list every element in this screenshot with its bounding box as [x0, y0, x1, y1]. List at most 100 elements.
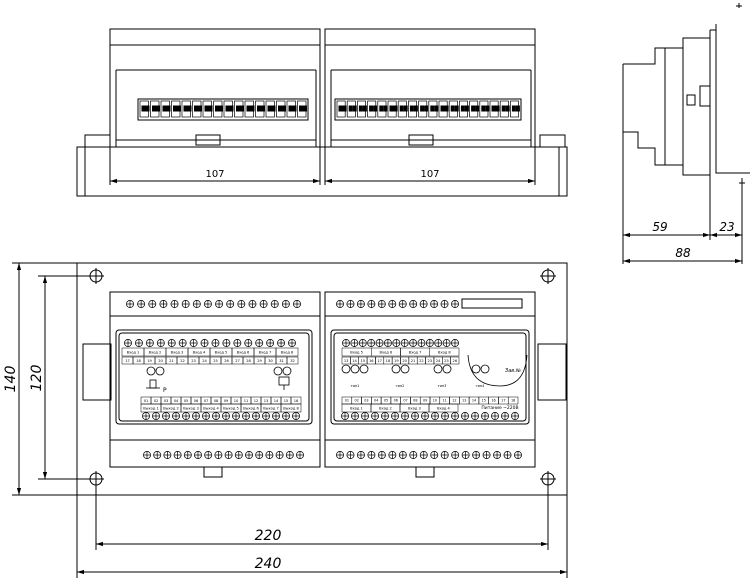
- terminal-screw-icon: [425, 339, 434, 347]
- right-top-number-label: 23: [427, 359, 432, 363]
- terminal-screw-icon: [511, 412, 519, 420]
- terminal-slot: [389, 105, 394, 112]
- terminal-slot: [434, 105, 439, 112]
- right-input-cell: [429, 347, 460, 357]
- terminal-screw-icon: [440, 300, 449, 308]
- terminal-screw-icon: [361, 412, 369, 420]
- right-output-label: Вход 4: [437, 406, 450, 410]
- terminal-slot: [166, 105, 171, 112]
- right-bottom-number-label: 06: [394, 399, 398, 403]
- right-top-number-cell: [450, 356, 460, 365]
- terminal-screw-icon: [152, 412, 160, 420]
- terminal-screw-icon: [194, 451, 202, 459]
- left-input-label: Вход 4: [193, 350, 206, 354]
- terminal-slot: [187, 105, 192, 112]
- terminal-screw-icon: [293, 300, 301, 308]
- terminal-screw-icon: [288, 339, 296, 347]
- top-view: [76, 28, 568, 197]
- left-input-label: Вход 8: [281, 350, 294, 354]
- dim-module-right: 107: [420, 169, 439, 180]
- terminal-screw-icon: [266, 339, 275, 347]
- terminal-screw-icon: [375, 339, 384, 347]
- terminal-slot: [403, 105, 408, 112]
- terminal-screw-icon: [493, 451, 502, 459]
- dim-width-holes: 220: [255, 528, 282, 544]
- terminal-screw-icon: [226, 300, 235, 308]
- terminal-slot: [236, 105, 240, 112]
- left-input-cell: [275, 347, 299, 357]
- terminal-screw-icon: [514, 451, 522, 459]
- terminal-screw-icon: [482, 451, 491, 459]
- right-top-number-label: 25: [444, 359, 449, 363]
- terminal-screw-icon: [178, 339, 187, 347]
- terminal-screw-icon: [346, 300, 355, 308]
- valve-icon: [273, 366, 292, 390]
- right-top-number-label: 21: [411, 359, 416, 363]
- dim-depth-main: 59: [652, 220, 667, 234]
- terminal-screw-icon: [391, 412, 399, 420]
- right-output-cell: [428, 403, 459, 413]
- terminal-screw-icon: [388, 451, 397, 459]
- terminal-slot: [250, 105, 255, 112]
- top-view-module-left: [109, 28, 321, 148]
- left-bottom-number-label: 10: [234, 399, 239, 403]
- terminal-screw-icon: [242, 412, 250, 420]
- right-bottom-number-label: 02: [355, 399, 359, 403]
- terminal-screw-icon: [189, 339, 198, 347]
- left-output-label: Выход 7: [263, 406, 279, 410]
- terminal-screw-icon: [388, 300, 397, 308]
- left-top-number-label: 18: [136, 359, 141, 363]
- right-top-number-label: 20: [402, 359, 407, 363]
- terminal-slot: [292, 105, 297, 112]
- terminal-screw-icon: [430, 300, 439, 308]
- sensor-caption-2: тип2: [396, 384, 405, 388]
- terminal-slot: [440, 105, 445, 112]
- left-output-label: Выход 2: [163, 406, 179, 410]
- terminal-screw-icon: [270, 300, 279, 308]
- terminal-screw-icon: [248, 300, 257, 308]
- left-top-number-label: 28: [246, 359, 251, 363]
- left-top-number-label: 27: [235, 359, 240, 363]
- top-view-base: [76, 146, 568, 197]
- power-label: Питание ~220В: [481, 405, 518, 411]
- right-top-number-label: 15: [361, 359, 366, 363]
- terminal-screw-icon: [431, 412, 439, 420]
- terminal-slot: [495, 105, 500, 112]
- left-output-label: Выход 6: [243, 406, 259, 410]
- terminal-slot: [177, 105, 181, 112]
- left-top-number-label: 31: [279, 359, 284, 363]
- terminal-slot: [393, 105, 398, 112]
- left-input-label: Вход 2: [149, 350, 162, 354]
- terminal-slot: [204, 105, 209, 112]
- terminal-screw-icon: [212, 412, 220, 420]
- terminal-screw-icon: [224, 451, 233, 459]
- left-input-label: Вход 1: [127, 350, 140, 354]
- left-output-label: Выход 8: [283, 406, 299, 410]
- right-output-label: Вход 3: [408, 406, 421, 410]
- terminal-slot: [215, 105, 219, 112]
- right-bottom-number-label: 16: [491, 399, 495, 403]
- right-bottom-number-label: 18: [511, 399, 515, 403]
- terminal-slot: [471, 105, 476, 112]
- left-output-label: Выход 5: [223, 406, 239, 410]
- terminal-screw-icon: [501, 412, 509, 420]
- right-top-number-label: 17: [377, 359, 382, 363]
- terminal-screw-icon: [222, 339, 231, 347]
- terminal-screw-icon: [234, 451, 243, 459]
- dim-width-outer: 240: [255, 556, 282, 572]
- left-bottom-number-label: 15: [284, 399, 289, 403]
- terminal-slot: [358, 105, 363, 112]
- terminal-screw-icon: [398, 300, 407, 308]
- dim-depth-total: 88: [675, 246, 691, 260]
- left-bottom-number-label: 02: [154, 399, 159, 403]
- terminal-slot: [342, 105, 347, 112]
- terminal-slot: [173, 105, 177, 112]
- terminal-slot: [141, 105, 146, 112]
- mounting-hole-icon: [88, 471, 104, 487]
- terminal-slot: [156, 105, 160, 112]
- terminal-screw-icon: [377, 300, 386, 308]
- sensor-caption-4: тип4: [476, 384, 486, 388]
- dim-depth-rail: 23: [719, 220, 734, 234]
- left-bottom-number-label: 09: [224, 399, 229, 403]
